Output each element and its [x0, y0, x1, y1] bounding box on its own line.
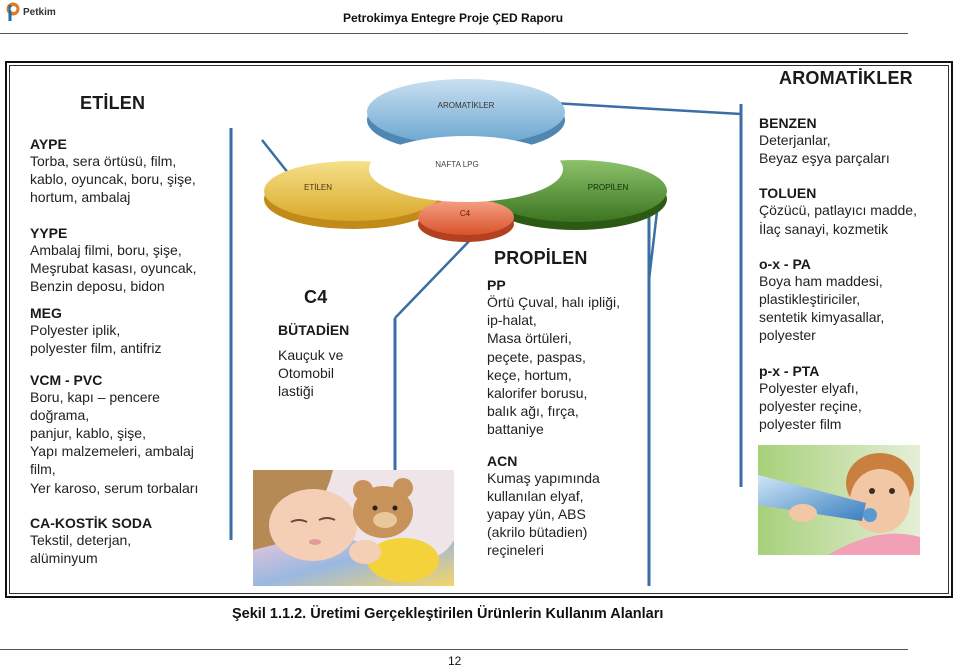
group-name: MEG — [30, 305, 62, 322]
c4-ellipse — [418, 199, 514, 235]
group-line: Otomobil — [278, 365, 335, 382]
group-line: Tekstil, deterjan, — [30, 531, 132, 548]
propilen-list: PP Örtü Çuval, halı ipliği, ip-halat, Ma… — [487, 277, 647, 560]
group-name: CA-KOSTİK SODA — [30, 514, 153, 531]
group-name: TOLUEN — [759, 185, 817, 202]
group-name: BENZEN — [759, 115, 817, 131]
group-line: Boru, kapı – pencere — [30, 388, 160, 405]
group-line: Yapı malzemeleri, ambalaj — [30, 443, 194, 460]
group-line: Yer karoso, serum torbaları — [30, 479, 199, 496]
propilen-ellipse-label: PROPİLEN — [588, 183, 629, 192]
group-line: yapay yün, ABS — [487, 506, 586, 523]
group-line: Deterjanlar, — [759, 132, 831, 148]
group-line: polyester — [759, 327, 816, 344]
group-name: VCM - PVC — [30, 371, 103, 388]
etilen-ellipse-label: ETİLEN — [304, 183, 332, 192]
group-line: Polyester elyafı, — [759, 379, 859, 396]
aromatikler-title: AROMATİKLER — [779, 68, 913, 88]
group-line: alüminyum — [30, 550, 98, 567]
c4-connector — [394, 234, 476, 319]
group-line: ip-halat, — [487, 312, 537, 329]
group-line: battaniye — [487, 421, 544, 438]
group-line: Ambalaj filmi, boru, şişe, — [30, 241, 182, 258]
aromatikler-ellipse-label: AROMATİKLER — [438, 101, 495, 110]
group-line: Benzin deposu, bidon — [30, 278, 165, 295]
group-line: polyester film — [759, 416, 842, 433]
group-line: Beyaz eşya parçaları — [759, 150, 890, 167]
group-line: doğrama, — [30, 406, 90, 423]
group-line: Boya ham maddesi, — [759, 272, 883, 289]
group-line: balık ağı, fırça, — [487, 403, 579, 420]
nafta-lpg-ellipse — [369, 136, 563, 202]
group-line: Örtü Çuval, halı ipliği, — [487, 294, 621, 310]
group-line: lastiği — [278, 383, 314, 400]
group-line: kablo, oyuncak, boru, şişe, — [30, 171, 196, 188]
header-divider — [0, 33, 908, 34]
nafta-lpg-label: NAFTA LPG — [435, 160, 478, 169]
group-line: (akrilo bütadien) — [487, 524, 588, 541]
group-line: peçete, paspas, — [487, 348, 586, 365]
sleeping-child-illustration — [253, 470, 454, 586]
group-name: YYPE — [30, 224, 68, 241]
logo-text: Petkim — [23, 6, 56, 18]
group-line: plastikleştiriciler, — [759, 291, 861, 308]
group-line: keçe, hortum, — [487, 366, 572, 383]
petkim-logo: Petkim — [6, 2, 56, 22]
group-name: ACN — [487, 452, 518, 469]
page-number: 12 — [448, 654, 462, 668]
petkim-logo-icon — [6, 2, 20, 21]
child-drinking-photo — [758, 445, 920, 555]
figure-inner-frame — [9, 65, 949, 594]
group-line: panjur, kablo, şişe, — [30, 425, 146, 442]
propilen-title: PROPİLEN — [494, 248, 588, 268]
group-line: sentetik kimyasallar, — [759, 309, 885, 326]
child-drinking-illustration — [758, 445, 920, 555]
etilen-title: ETİLEN — [80, 93, 146, 113]
c4-ellipse-label: C4 — [460, 209, 471, 218]
group-line: Çözücü, patlayıcı madde, — [759, 202, 917, 219]
group-line: Masa örtüleri, — [487, 330, 572, 347]
aromatikler-list: BENZEN Deterjanlar, Beyaz eşya parçaları… — [759, 115, 949, 433]
group-line: polyester reçine, — [759, 397, 862, 414]
group-line: hortum, ambalaj — [30, 189, 131, 206]
etilen-list: AYPE Torba, sera örtüsü, film, kablo, oy… — [30, 136, 230, 567]
group-line: film, — [30, 461, 56, 478]
group-line: İlaç sanayi, kozmetik — [759, 220, 889, 237]
group-name: o-x - PA — [759, 255, 811, 272]
c4-list: BÜTADİEN Kauçuk ve Otomobil lastiği — [278, 322, 388, 401]
group-line: reçineleri — [487, 542, 544, 559]
group-line: polyester film, antifriz — [30, 340, 162, 357]
group-line: kalorifer borusu, — [487, 385, 588, 402]
c4-title: C4 — [304, 287, 328, 307]
group-line: kullanılan elyaf, — [487, 487, 584, 504]
group-line: Kumaş yapımında — [487, 469, 600, 486]
figure-caption: Şekil 1.1.2. Üretimi Gerçekleştirilen Ür… — [232, 606, 664, 622]
footer-divider — [0, 649, 908, 650]
sleeping-child-photo — [253, 470, 454, 586]
group-name: PP — [487, 277, 506, 293]
report-title: Petrokimya Entegre Proje ÇED Raporu — [343, 11, 564, 25]
group-line: Meşrubat kasası, oyuncak, — [30, 259, 197, 276]
group-name: BÜTADİEN — [278, 322, 350, 338]
group-name: AYPE — [30, 136, 67, 152]
group-line: Kauçuk ve — [278, 347, 344, 363]
group-line: Torba, sera örtüsü, film, — [30, 153, 177, 169]
aromatikler-ellipse — [367, 79, 565, 145]
group-name: p-x - PTA — [759, 362, 820, 379]
group-line: Polyester iplik, — [30, 322, 121, 339]
